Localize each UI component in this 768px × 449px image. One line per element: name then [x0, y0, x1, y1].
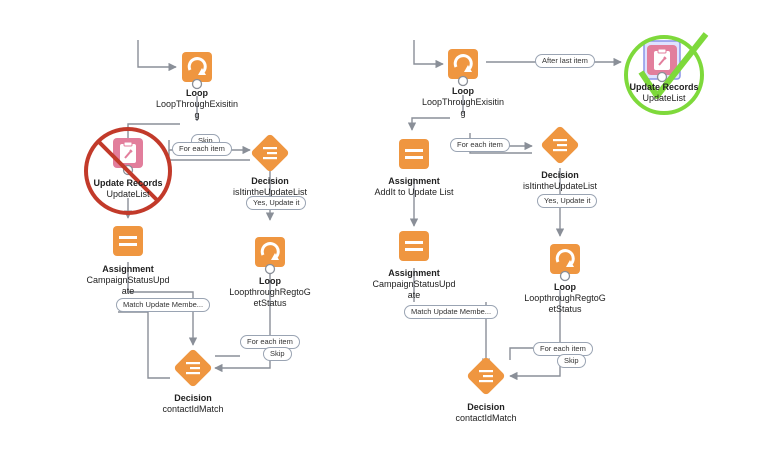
- left-decision2-name: contactIdMatch: [162, 404, 224, 414]
- right-decision2-node-icon[interactable]: [466, 356, 506, 396]
- left-loop-name-2: g: [194, 110, 200, 120]
- right-decision2-label: Decision contactIdMatch: [436, 402, 536, 424]
- left-decision2-type: Decision: [174, 393, 212, 403]
- right-skip2-pill[interactable]: Skip: [557, 354, 586, 368]
- right-loop2-name-2: etStatus: [548, 304, 582, 314]
- left-update-label: Update Records UpdateList: [76, 178, 180, 200]
- left-decision2-node-icon[interactable]: [173, 348, 213, 388]
- right-for-each-pill[interactable]: For each item: [450, 138, 510, 152]
- left-assignment-label: Assignment CampaignStatusUpd ate: [78, 264, 178, 297]
- right-decision-node-icon[interactable]: [540, 125, 580, 165]
- right-update-name: UpdateList: [642, 93, 686, 103]
- right-decision-name: isItintheUpdateList: [522, 181, 598, 191]
- no-sign-mark-icon: [84, 127, 172, 215]
- right-assignment2-type: Assignment: [388, 268, 440, 278]
- right-loop-type: Loop: [452, 86, 474, 96]
- right-update-records-node-icon[interactable]: [643, 40, 681, 83]
- left-loop-name-1: LoopThroughExisitin: [155, 99, 239, 109]
- left-loop-node-icon[interactable]: [182, 52, 212, 90]
- right-decision2-type: Decision: [467, 402, 505, 412]
- left-assignment-name-1: CampaignStatusUpd: [86, 275, 170, 285]
- right-assignment-name: AddIt to Update List: [374, 187, 454, 197]
- right-assignment-type: Assignment: [388, 176, 440, 186]
- left-loop2-node-icon[interactable]: [255, 237, 285, 275]
- right-assignment2-name-1: CampaignStatusUpd: [372, 279, 456, 289]
- left-decision-label: Decision isItintheUpdateList: [220, 176, 320, 198]
- left-loop-type: Loop: [186, 88, 208, 98]
- left-assignment-node-icon[interactable]: [113, 226, 143, 256]
- right-update-label: Update Records UpdateList: [612, 82, 716, 104]
- left-update-type: Update Records: [93, 178, 163, 188]
- right-decision-type: Decision: [541, 170, 579, 180]
- right-loop2-type: Loop: [554, 282, 576, 292]
- right-loop-name-2: g: [460, 108, 466, 118]
- left-decision-node-icon[interactable]: [250, 133, 290, 173]
- left-loop2-type: Loop: [259, 276, 281, 286]
- left-update-name: UpdateList: [106, 189, 150, 199]
- right-match-update-pill[interactable]: Match Update Membe...: [404, 305, 499, 319]
- right-loop-label: Loop LoopThroughExisitin g: [411, 86, 515, 119]
- right-loop-node-icon[interactable]: [448, 49, 478, 87]
- right-assignment2-label: Assignment CampaignStatusUpd ate: [364, 268, 464, 301]
- left-skip2-pill[interactable]: Skip: [263, 347, 292, 361]
- left-for-each-pill[interactable]: For each item: [172, 142, 232, 156]
- left-assignment-name-2: ate: [121, 286, 135, 296]
- left-loop2-name-2: etStatus: [253, 298, 287, 308]
- left-assignment-type: Assignment: [102, 264, 154, 274]
- right-yes-update-pill[interactable]: Yes, Update it: [537, 194, 598, 208]
- right-loop2-node-icon[interactable]: [550, 244, 580, 282]
- left-loop2-label: Loop LoopthroughRegtoG etStatus: [220, 276, 320, 309]
- right-decision-label: Decision isItintheUpdateList: [510, 170, 610, 192]
- right-update-type: Update Records: [629, 82, 699, 92]
- right-decision2-name: contactIdMatch: [455, 413, 517, 423]
- left-match-update-pill[interactable]: Match Update Membe...: [116, 298, 211, 312]
- check-mark-icon: [624, 32, 709, 115]
- left-loop2-name-1: LoopthroughRegtoG: [229, 287, 311, 297]
- left-decision-type: Decision: [251, 176, 289, 186]
- right-assignment2-name-2: ate: [407, 290, 421, 300]
- left-decision2-label: Decision contactIdMatch: [143, 393, 243, 415]
- left-loop-label: Loop LoopThroughExisitin g: [140, 88, 254, 121]
- right-loop2-name-1: LoopthroughRegtoG: [524, 293, 606, 303]
- right-assignment2-node-icon[interactable]: [399, 231, 429, 261]
- left-decision-name: isItintheUpdateList: [232, 187, 308, 197]
- right-assignment-label: Assignment AddIt to Update List: [364, 176, 464, 198]
- right-loop-name-1: LoopThroughExisitin: [421, 97, 505, 107]
- right-after-last-item-pill[interactable]: After last item: [535, 54, 595, 68]
- right-assignment-node-icon[interactable]: [399, 139, 429, 169]
- right-loop2-label: Loop LoopthroughRegtoG etStatus: [515, 282, 615, 315]
- left-yes-update-pill[interactable]: Yes, Update it: [246, 196, 307, 210]
